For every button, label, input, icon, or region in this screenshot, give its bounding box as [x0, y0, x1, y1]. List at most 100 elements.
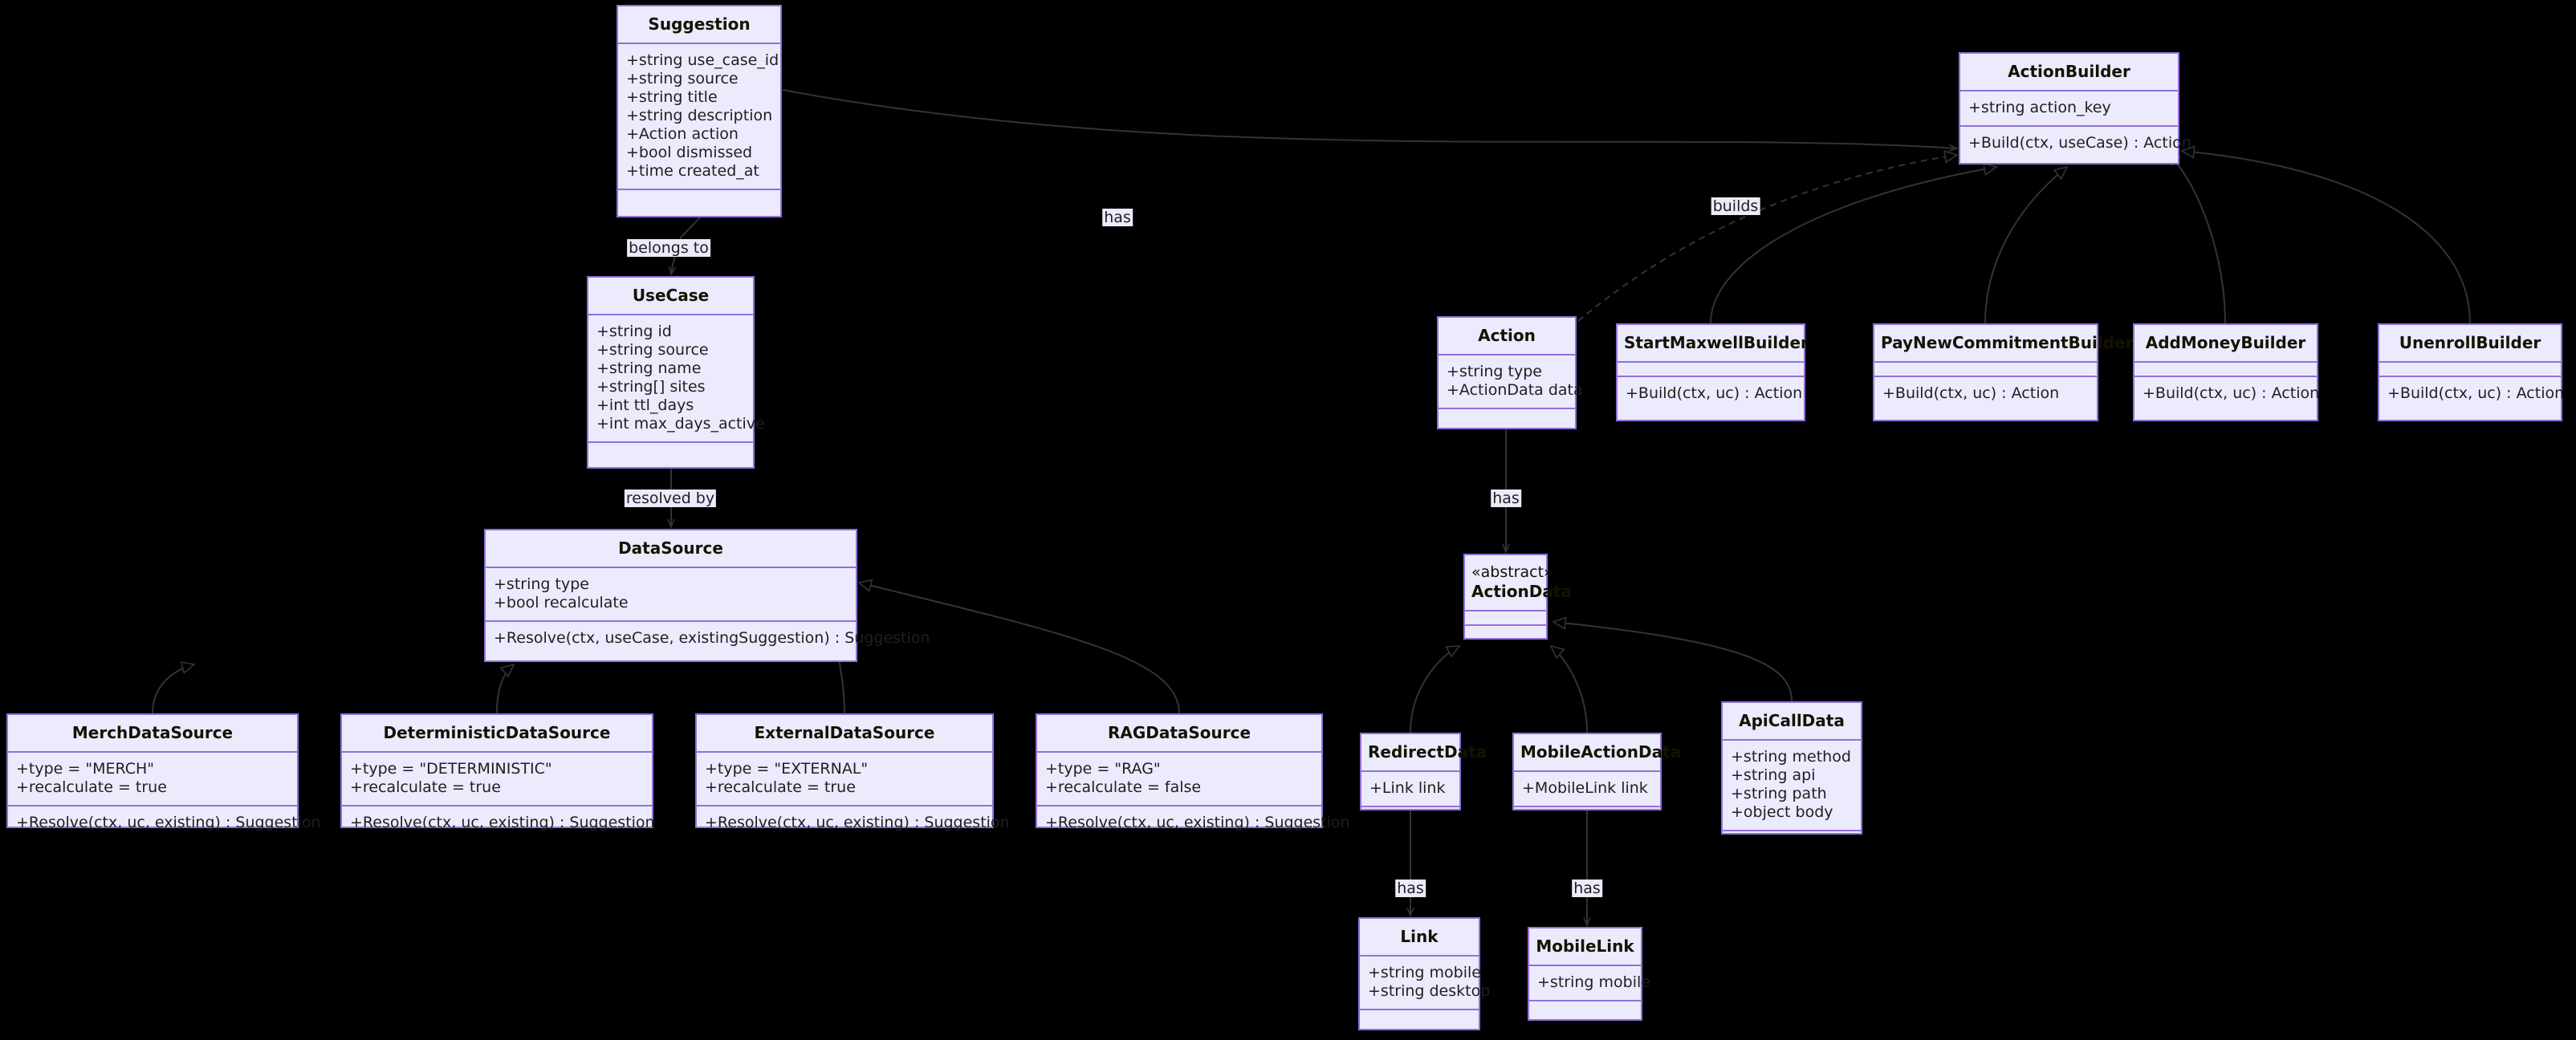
class-title-datasource: DataSource: [486, 530, 856, 567]
class-node-suggestion[interactable]: Suggestion+string use_case_id+string sou…: [617, 5, 782, 217]
class-name-link: Link: [1400, 927, 1439, 946]
class-node-action[interactable]: Action+string type+ActionData data: [1437, 316, 1583, 429]
class-name-merchdatasource: MerchDataSource: [71, 723, 234, 742]
class-name-startmaxwellbuilder: StartMaxwellBuilder: [1624, 333, 1809, 352]
class-attribute: +string mobile: [1537, 973, 1650, 991]
edge-datasource-rag: [857, 579, 1180, 714]
class-title-ragdatasource: RAGDataSource: [1037, 715, 1321, 751]
class-node-ragdatasource[interactable]: RAGDataSource +type = "RAG"+recalculate =…: [1036, 713, 1350, 831]
class-node-addmoneybuilder[interactable]: AddMoneyBuilder+Build(ctx, uc) : Action: [2133, 323, 2320, 421]
edge-label-mobileactiondata-mobilelink: has: [1572, 880, 1602, 897]
class-attributes-mobileactiondata: +MobileLink link: [1514, 770, 1660, 806]
class-node-datasource[interactable]: DataSource+string type+bool recalculate+…: [484, 529, 930, 662]
class-methods-link: [1360, 1009, 1479, 1029]
class-methods-mobileactiondata: [1514, 806, 1660, 809]
edge-actionbuilder-addmoney: [2166, 151, 2226, 324]
class-method: +Build(ctx, uc) : Action: [2143, 384, 2320, 402]
class-attributes-apicalldata: +string method+string api+string path+ob…: [1723, 739, 1861, 830]
edge-actionbuilder-unenroll: [2180, 145, 2471, 324]
class-attributes-datasource: +string type+bool recalculate: [486, 567, 856, 620]
class-methods-merchdatasource: +Resolve(ctx, uc, existing) : Suggestion: [8, 805, 321, 840]
class-methods-action: [1439, 408, 1575, 428]
class-methods-deterministicdatasource: +Resolve(ctx, uc, existing) : Suggestion: [342, 805, 655, 840]
class-attribute: +Action action: [626, 125, 739, 143]
class-attribute: +string source: [626, 70, 739, 87]
class-title-deterministicdatasource: DeterministicDataSource: [342, 715, 652, 751]
class-attribute: +type = "DETERMINISTIC": [350, 760, 552, 778]
edge-datasource-merch: [152, 660, 196, 714]
class-node-redirectdata[interactable]: RedirectData+Link link: [1360, 733, 1487, 810]
class-attributes-addmoneybuilder: [2134, 361, 2317, 376]
class-node-merchdatasource[interactable]: MerchDataSource +type = "MERCH"+recalcula…: [6, 713, 321, 831]
class-attributes-action: +string type+ActionData data: [1439, 354, 1583, 408]
edge-suggestion-actionbuilder: [782, 89, 1959, 152]
class-node-actionbuilder[interactable]: ActionBuilder +string action_key +Build(ct…: [1959, 52, 2191, 165]
class-node-usecase[interactable]: UseCase+string id+string source+string n…: [587, 276, 765, 469]
class-attributes-externaldatasource: +type = "EXTERNAL"+recalculate = true: [697, 751, 992, 805]
class-attribute: +string name: [596, 360, 702, 377]
class-title-usecase: UseCase: [588, 278, 753, 314]
edge-actionbuilder-action: [1577, 150, 1959, 322]
class-node-startmaxwellbuilder[interactable]: StartMaxwellBuilder +Build(ctx, uc) : Act…: [1616, 323, 1809, 421]
class-attributes-merchdatasource: +type = "MERCH"+recalculate = true: [8, 751, 297, 805]
class-attribute: +string source: [596, 341, 709, 359]
edge-actionbuilder-paynew: [1984, 165, 2069, 324]
class-methods-redirectdata: [1361, 806, 1459, 809]
class-name-ragdatasource: RAGDataSource: [1107, 723, 1251, 742]
class-title-link: Link: [1360, 919, 1479, 955]
class-attribute: +string id: [596, 323, 672, 340]
class-attribute: +recalculate = true: [350, 778, 501, 796]
class-name-datasource: DataSource: [618, 538, 723, 558]
class-attribute: +MobileLink link: [1522, 779, 1648, 797]
class-title-mobileactiondata: MobileActionData: [1514, 734, 1681, 770]
class-node-mobilelink[interactable]: MobileLink+string mobile: [1528, 927, 1650, 1021]
class-name-mobileactiondata: MobileActionData: [1520, 742, 1682, 762]
class-method: +Build(ctx, uc) : Action: [1882, 384, 2060, 402]
class-title-action: Action: [1439, 318, 1575, 354]
class-node-apicalldata[interactable]: ApiCallData +string method+string api+str…: [1721, 701, 1862, 835]
class-title-actiondata: «abstract»ActionData: [1465, 555, 1572, 610]
class-attribute: +string type: [494, 575, 589, 593]
class-attributes-ragdatasource: +type = "RAG"+recalculate = false: [1037, 751, 1321, 805]
class-methods-unenrollbuilder: +Build(ctx, uc) : Action: [2379, 376, 2564, 420]
class-node-link[interactable]: Link+string mobile+string desktop: [1358, 917, 1490, 1030]
class-name-deterministicdatasource: DeterministicDataSource: [383, 723, 611, 742]
class-node-actiondata[interactable]: «abstract»ActionData: [1463, 554, 1572, 640]
class-title-merchdatasource: MerchDataSource: [8, 715, 297, 751]
class-attributes-startmaxwellbuilder: [1618, 361, 1804, 376]
class-methods-suggestion: [618, 189, 780, 216]
class-attributes-redirectdata: +Link link: [1361, 770, 1459, 806]
class-attribute: +string path: [1731, 785, 1827, 802]
class-node-paynewcommitmentbuilder[interactable]: PayNewCommitmentBuilder+Build(ctx, uc) :…: [1873, 323, 2133, 421]
class-attribute: +int max_days_active: [596, 415, 765, 433]
class-attributes-mobilelink: +string mobile: [1529, 965, 1650, 1000]
edge-actiondata-apicalldata: [1552, 616, 1793, 702]
class-method: +Build(ctx, useCase) : Action: [1968, 134, 2191, 152]
class-node-externaldatasource[interactable]: ExternalDataSource+type = "EXTERNAL"+rec…: [695, 713, 1010, 831]
class-methods-apicalldata: [1723, 830, 1861, 833]
class-attribute: +bool recalculate: [494, 594, 629, 611]
class-methods-datasource: +Resolve(ctx, useCase, existingSuggestio…: [486, 620, 930, 660]
class-method: +Resolve(ctx, uc, existing) : Suggestion: [1045, 814, 1350, 831]
class-method: +Resolve(ctx, uc, existing) : Suggestion: [705, 814, 1010, 831]
class-node-mobileactiondata[interactable]: MobileActionData +MobileLink link: [1512, 733, 1681, 810]
edge-label-action-actiondata: has: [1491, 490, 1521, 507]
class-method: +Build(ctx, uc) : Action: [1626, 384, 1803, 402]
class-methods-usecase: [588, 441, 753, 467]
class-name-apicalldata: ApiCallData: [1739, 711, 1845, 730]
class-title-redirectdata: RedirectData: [1361, 734, 1487, 770]
class-attributes-usecase: +string id+string source+string name+str…: [588, 314, 765, 441]
class-methods-addmoneybuilder: +Build(ctx, uc) : Action: [2134, 376, 2320, 420]
class-attribute: +object body: [1731, 803, 1833, 821]
class-attribute: +string action_key: [1968, 99, 2111, 116]
edge-actiondata-redirectdata: [1410, 645, 1461, 733]
class-attribute: +string title: [626, 88, 718, 106]
class-node-unenrollbuilder[interactable]: UnenrollBuilder+Build(ctx, uc) : Action: [2378, 323, 2564, 421]
class-title-actionbuilder: ActionBuilder: [1960, 54, 2178, 90]
class-title-startmaxwellbuilder: StartMaxwellBuilder: [1618, 325, 1809, 361]
class-name-actionbuilder: ActionBuilder: [2008, 62, 2130, 81]
class-attribute: +string mobile: [1368, 964, 1481, 981]
class-methods-actionbuilder: +Build(ctx, useCase) : Action: [1960, 125, 2191, 163]
class-node-deterministicdatasource[interactable]: DeterministicDataSource +type = "DETERMIN…: [340, 713, 655, 831]
